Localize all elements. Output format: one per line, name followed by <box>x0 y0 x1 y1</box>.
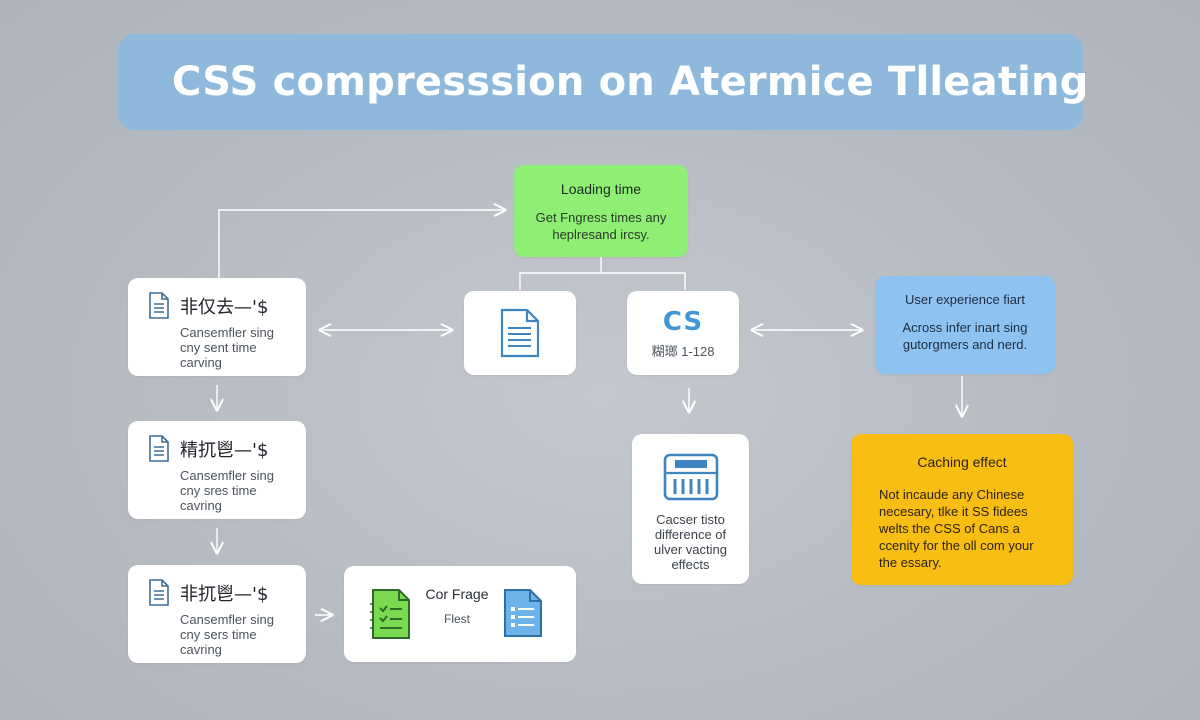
user-experience-card[interactable]: User experience fiart Across infer inart… <box>875 276 1055 374</box>
loading-time-body: Get Fngress times any heplresand ircsy. <box>536 209 667 243</box>
loading-time-line: Get Fngress times any <box>535 210 667 225</box>
document-icon <box>149 579 169 606</box>
caching-effect-card[interactable]: Caching effect Not incaude any Chinese n… <box>851 434 1073 585</box>
caching-effect-line: the essary. <box>879 555 942 570</box>
left-card-1-line: Cansemfler sing <box>180 325 274 340</box>
user-experience-line: gutorgmers and nerd. <box>902 337 1028 352</box>
left-card-3-label: 非扤鬯—'$ <box>180 583 269 605</box>
cache-card-line: Cacser tisto <box>656 512 725 527</box>
left-card-1-body: Cansemfler sing cny sent time carving <box>180 325 306 370</box>
cache-card-line: effects <box>671 557 710 572</box>
left-card-2[interactable]: 精扤鬯—'$ Cansemfler sing cny sres time cav… <box>128 421 306 519</box>
caching-effect-line: ccenity for the oll com your <box>879 538 1034 553</box>
cor-frage-text: Cor Frage Flest <box>424 586 490 626</box>
left-card-2-body: Cansemfler sing cny sres time cavring <box>180 468 306 513</box>
caching-effect-body: Not incaude any Chinese necesary, tlke i… <box>879 486 1073 571</box>
left-card-3-line: Cansemfler sing <box>180 612 274 627</box>
css-logo: CS <box>662 307 704 337</box>
cor-frage-card[interactable]: Cor Frage Flest <box>344 566 576 662</box>
loading-time-title: Loading time <box>560 181 642 197</box>
left-card-1-label: 非仅去—'$ <box>180 296 269 318</box>
connector-top-loop <box>218 210 505 280</box>
left-card-1-line: cny sent time <box>180 340 257 355</box>
left-card-1[interactable]: 非仅去—'$ Cansemfler sing cny sent time car… <box>128 278 306 376</box>
user-experience-body: Across infer inart sing gutorgmers and n… <box>903 319 1028 353</box>
user-experience-line: Across infer inart sing <box>902 320 1028 335</box>
left-card-3[interactable]: 非扤鬯—'$ Cansemfler sing cny sers time cav… <box>128 565 306 663</box>
document-icon <box>149 292 169 319</box>
left-card-2-line: Cansemfler sing <box>180 468 274 483</box>
caching-effect-title: Caching effect <box>917 454 1007 470</box>
connector-loading-branch <box>519 272 686 290</box>
title-banner: CSS compresssion on Atermice Tlleating <box>118 34 1088 130</box>
left-card-3-line: cavring <box>180 642 222 657</box>
cache-card-body: Cacser tisto difference of ulver vacting… <box>654 512 727 572</box>
user-experience-title: User experience fiart <box>905 292 1025 307</box>
cache-card-line: difference of <box>654 527 727 542</box>
cor-frage-title: Cor Frage <box>425 586 489 602</box>
caching-effect-line: welts the CSS of Cans a <box>879 521 1020 536</box>
blue-file-icon <box>504 589 542 637</box>
left-card-2-line: cavring <box>180 498 222 513</box>
document-icon <box>500 308 540 358</box>
left-card-3-line: cny sers time <box>180 627 257 642</box>
page-title: CSS compresssion on Atermice Tlleating <box>172 59 1089 105</box>
css-subtitle: 糊瑯 1-128 <box>651 344 715 359</box>
cache-card[interactable]: Cacser tisto difference of ulver vacting… <box>632 434 749 584</box>
loading-time-line: heplresand ircsy. <box>552 227 650 242</box>
css-card[interactable]: CS 糊瑯 1-128 <box>627 291 739 375</box>
document-card[interactable] <box>464 291 576 375</box>
left-card-3-body: Cansemfler sing cny sers time cavring <box>180 612 306 657</box>
caching-effect-line: necesary, tlke it SS fidees <box>879 504 1028 519</box>
green-file-icon <box>370 589 410 639</box>
left-card-2-label: 精扤鬯—'$ <box>180 439 269 461</box>
cache-card-line: ulver vacting <box>654 542 727 557</box>
left-card-1-line: carving <box>180 355 222 370</box>
server-icon <box>663 453 718 501</box>
loading-time-card[interactable]: Loading time Get Fngress times any heplr… <box>514 165 688 257</box>
document-icon <box>149 435 169 462</box>
caching-effect-line: Not incaude any Chinese <box>879 487 1025 502</box>
cor-frage-subtitle: Flest <box>443 612 470 626</box>
left-card-2-line: cny sres time <box>180 483 257 498</box>
